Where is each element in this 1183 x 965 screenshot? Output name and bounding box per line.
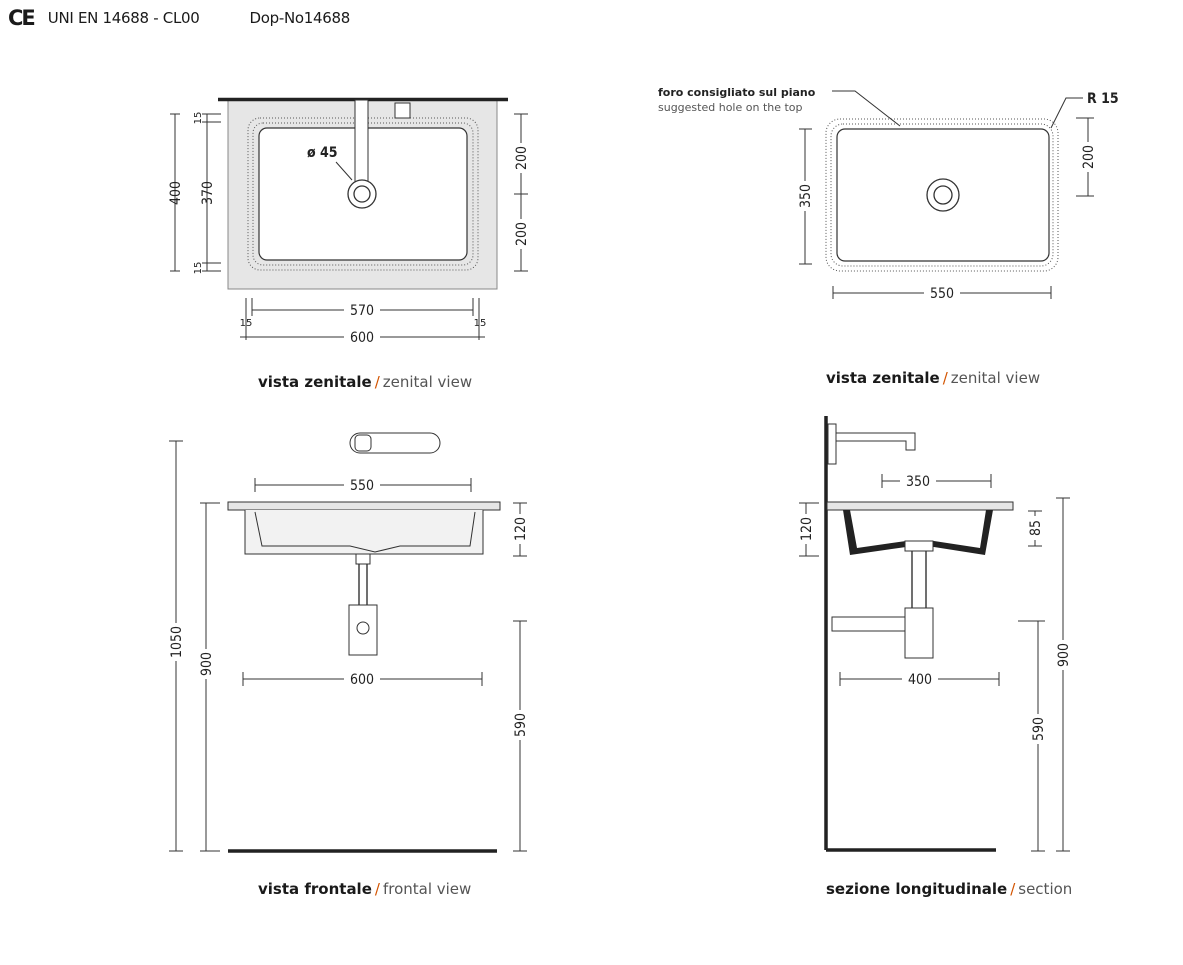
caption-separator: / (374, 373, 380, 391)
dim-900-section: 900 (1056, 643, 1072, 667)
caption-it: vista zenitale (826, 369, 940, 387)
dim-350: 350 (798, 184, 814, 208)
drain-inner (353, 185, 371, 203)
caption-frontal: vista frontale/frontal view (258, 880, 471, 898)
dim-15-bottom: 15 (193, 262, 204, 275)
dim-900-front: 900 (199, 652, 215, 676)
faucet-spout (354, 99, 369, 191)
waste-pipe (831, 616, 906, 632)
faucet-lever (349, 432, 441, 454)
trap-section (904, 607, 934, 659)
zenital-view-left: ø 45 400 370 15 15 200 200 570 15 15 600 (168, 97, 530, 346)
faucet-base (394, 102, 411, 119)
dim-550-front: 550 (350, 478, 374, 494)
drain-inner-right (933, 185, 953, 205)
dim-570: 570 (350, 303, 374, 319)
dim-350-section: 350 (906, 474, 930, 490)
caption-en: section (1018, 880, 1073, 898)
dim-85: 85 (1028, 520, 1044, 536)
caption-en: zenital view (950, 369, 1041, 387)
hole-leader (335, 161, 353, 181)
hole-note-en: suggested hole on the top (658, 101, 803, 114)
frontal-view: 550 600 1050 900 120 590 (167, 432, 529, 853)
caption-separator: / (374, 880, 380, 898)
caption-section: sezione longitudinale/section (826, 880, 1072, 898)
zenital-view-right: foro consigliato sul piano suggested hol… (658, 86, 1119, 302)
caption-it: vista frontale (258, 880, 372, 898)
dim-1050: 1050 (169, 626, 185, 658)
caption-en: frontal view (382, 880, 472, 898)
dim-590-front: 590 (513, 713, 529, 737)
dim-200-right: 200 (1081, 145, 1097, 169)
basin-front (244, 510, 484, 555)
dim-15-top: 15 (193, 112, 204, 125)
dim-590-section: 590 (1031, 717, 1047, 741)
caption-en: zenital view (382, 373, 473, 391)
caption-it: sezione longitudinale (826, 880, 1008, 898)
countertop-front (227, 501, 501, 511)
ce-mark-icon: CE (8, 6, 36, 30)
caption-zenital-right: vista zenitale/zenital view (826, 369, 1040, 387)
countertop-section (826, 501, 1014, 511)
dim-600: 600 (350, 330, 374, 346)
dim-15-left: 15 (240, 318, 253, 329)
dim-400: 400 (908, 672, 932, 688)
hole-note-it: foro consigliato sul piano (658, 86, 816, 99)
dim-600-front: 600 (350, 672, 374, 688)
dop-number: Dop-No14688 (249, 9, 351, 27)
caption-it: vista zenitale (258, 373, 372, 391)
hole-diameter-label: ø 45 (307, 145, 338, 161)
dim-200-bottom: 200 (514, 222, 530, 246)
caption-separator: / (942, 369, 948, 387)
radius-label: R 15 (1087, 91, 1119, 107)
dim-120-section: 120 (799, 517, 815, 541)
dim-120-front: 120 (513, 517, 529, 541)
radius-leader (1050, 97, 1083, 129)
caption-zenital-left: vista zenitale/zenital view (258, 373, 472, 391)
dim-15-right: 15 (474, 318, 487, 329)
dim-200-top: 200 (514, 146, 530, 170)
standard-label: UNI EN 14688 - CL00 (47, 9, 200, 27)
header: CE UNI EN 14688 - CL00 Dop-No14688 (8, 6, 350, 30)
hole-note-leader (832, 90, 901, 127)
faucet-section (835, 432, 916, 451)
caption-separator: / (1010, 880, 1016, 898)
dim-370: 370 (200, 181, 216, 205)
hole-outline-dotted-outer (825, 118, 1059, 272)
section-view: 350 400 120 85 590 900 (797, 416, 1072, 852)
dim-550-top: 550 (930, 286, 954, 302)
hole-outline-dotted-inner (830, 123, 1054, 267)
dim-400: 400 (168, 181, 184, 205)
